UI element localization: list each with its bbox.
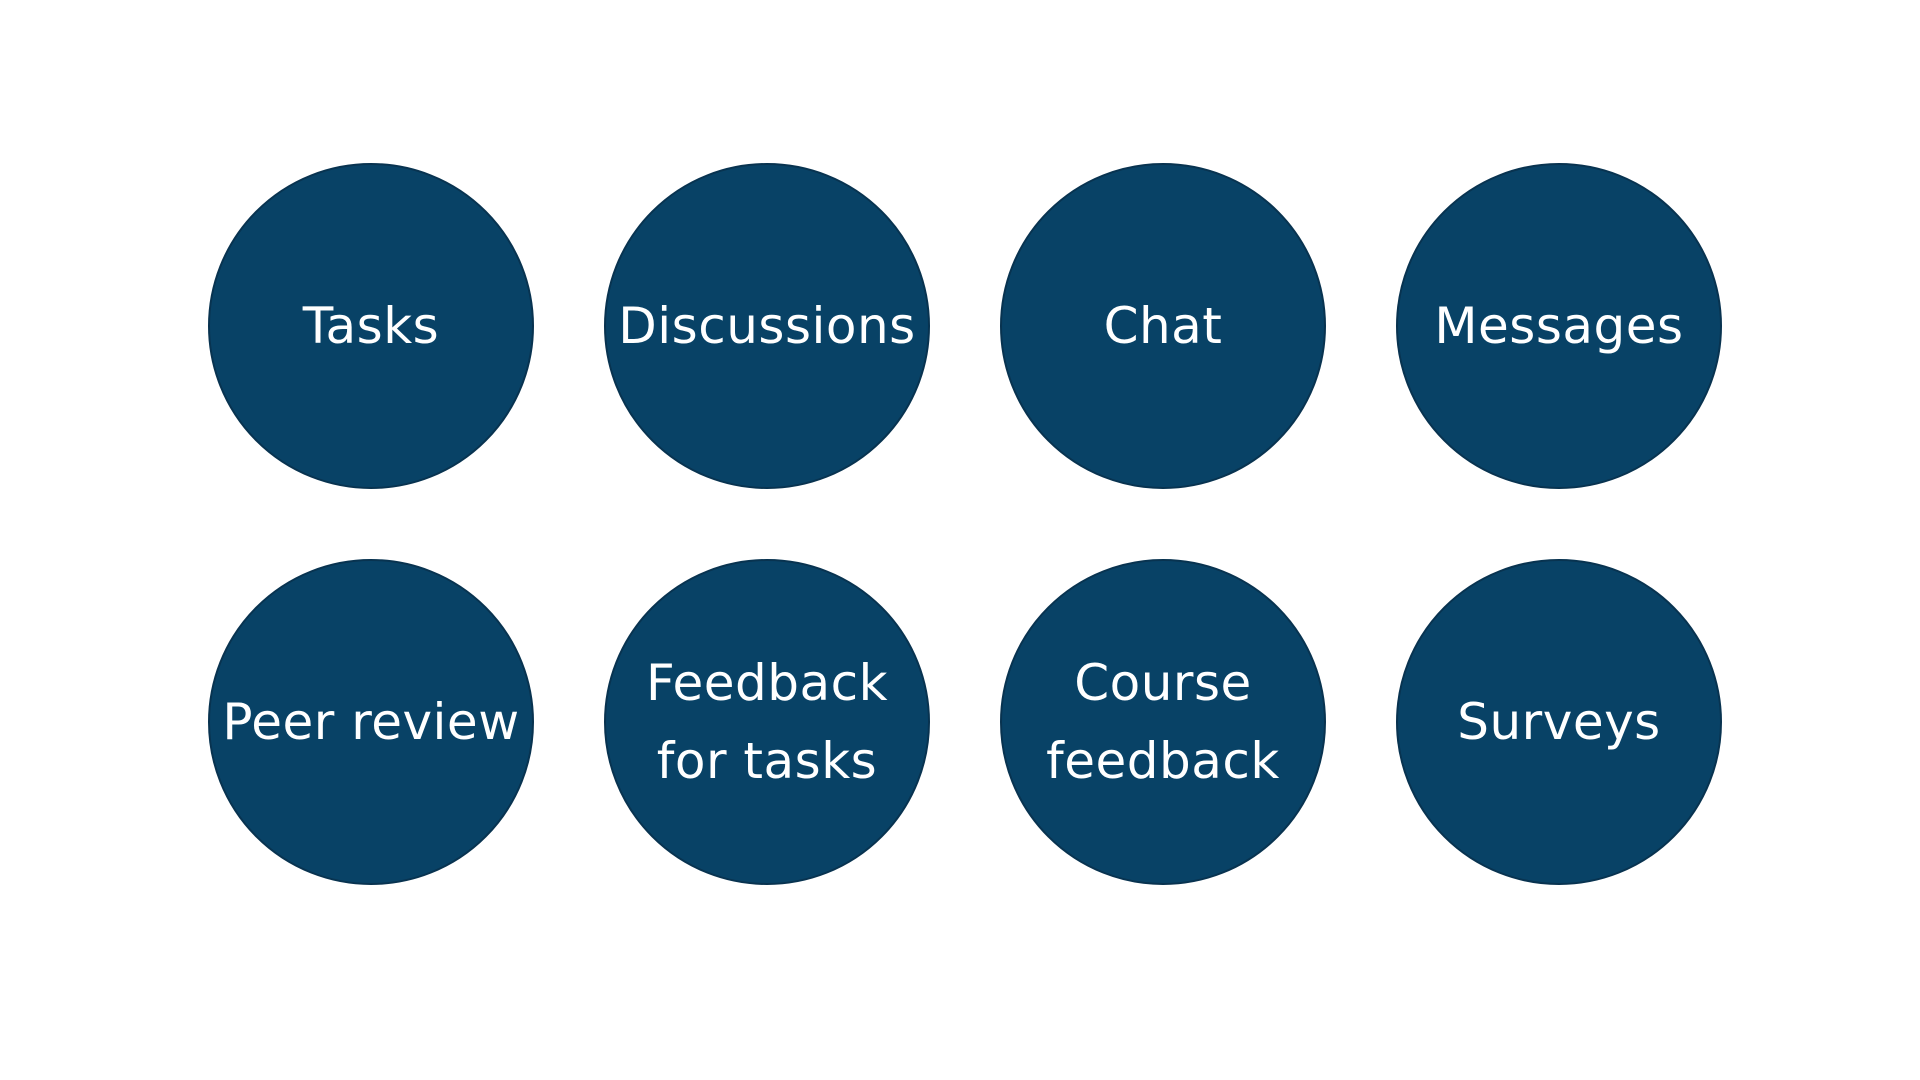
circle-label: Peer review <box>222 693 520 751</box>
circle-discussions[interactable]: Discussions <box>604 163 930 489</box>
circle-label: Chat <box>1103 297 1223 355</box>
circle-tasks[interactable]: Tasks <box>208 163 534 489</box>
circle-label: Feedback for tasks <box>645 654 889 790</box>
circle-surveys[interactable]: Surveys <box>1396 559 1722 885</box>
circle-label: Tasks <box>302 297 440 355</box>
circle-messages[interactable]: Messages <box>1396 163 1722 489</box>
circle-label: Course feedback <box>1046 654 1280 790</box>
circle-label: Discussions <box>618 297 916 355</box>
circle-peer-review[interactable]: Peer review <box>208 559 534 885</box>
circle-feedback-for-tasks[interactable]: Feedback for tasks <box>604 559 930 885</box>
circle-chat[interactable]: Chat <box>1000 163 1326 489</box>
circle-label: Surveys <box>1457 693 1661 751</box>
circle-label: Messages <box>1434 297 1684 355</box>
circle-course-feedback[interactable]: Course feedback <box>1000 559 1326 885</box>
